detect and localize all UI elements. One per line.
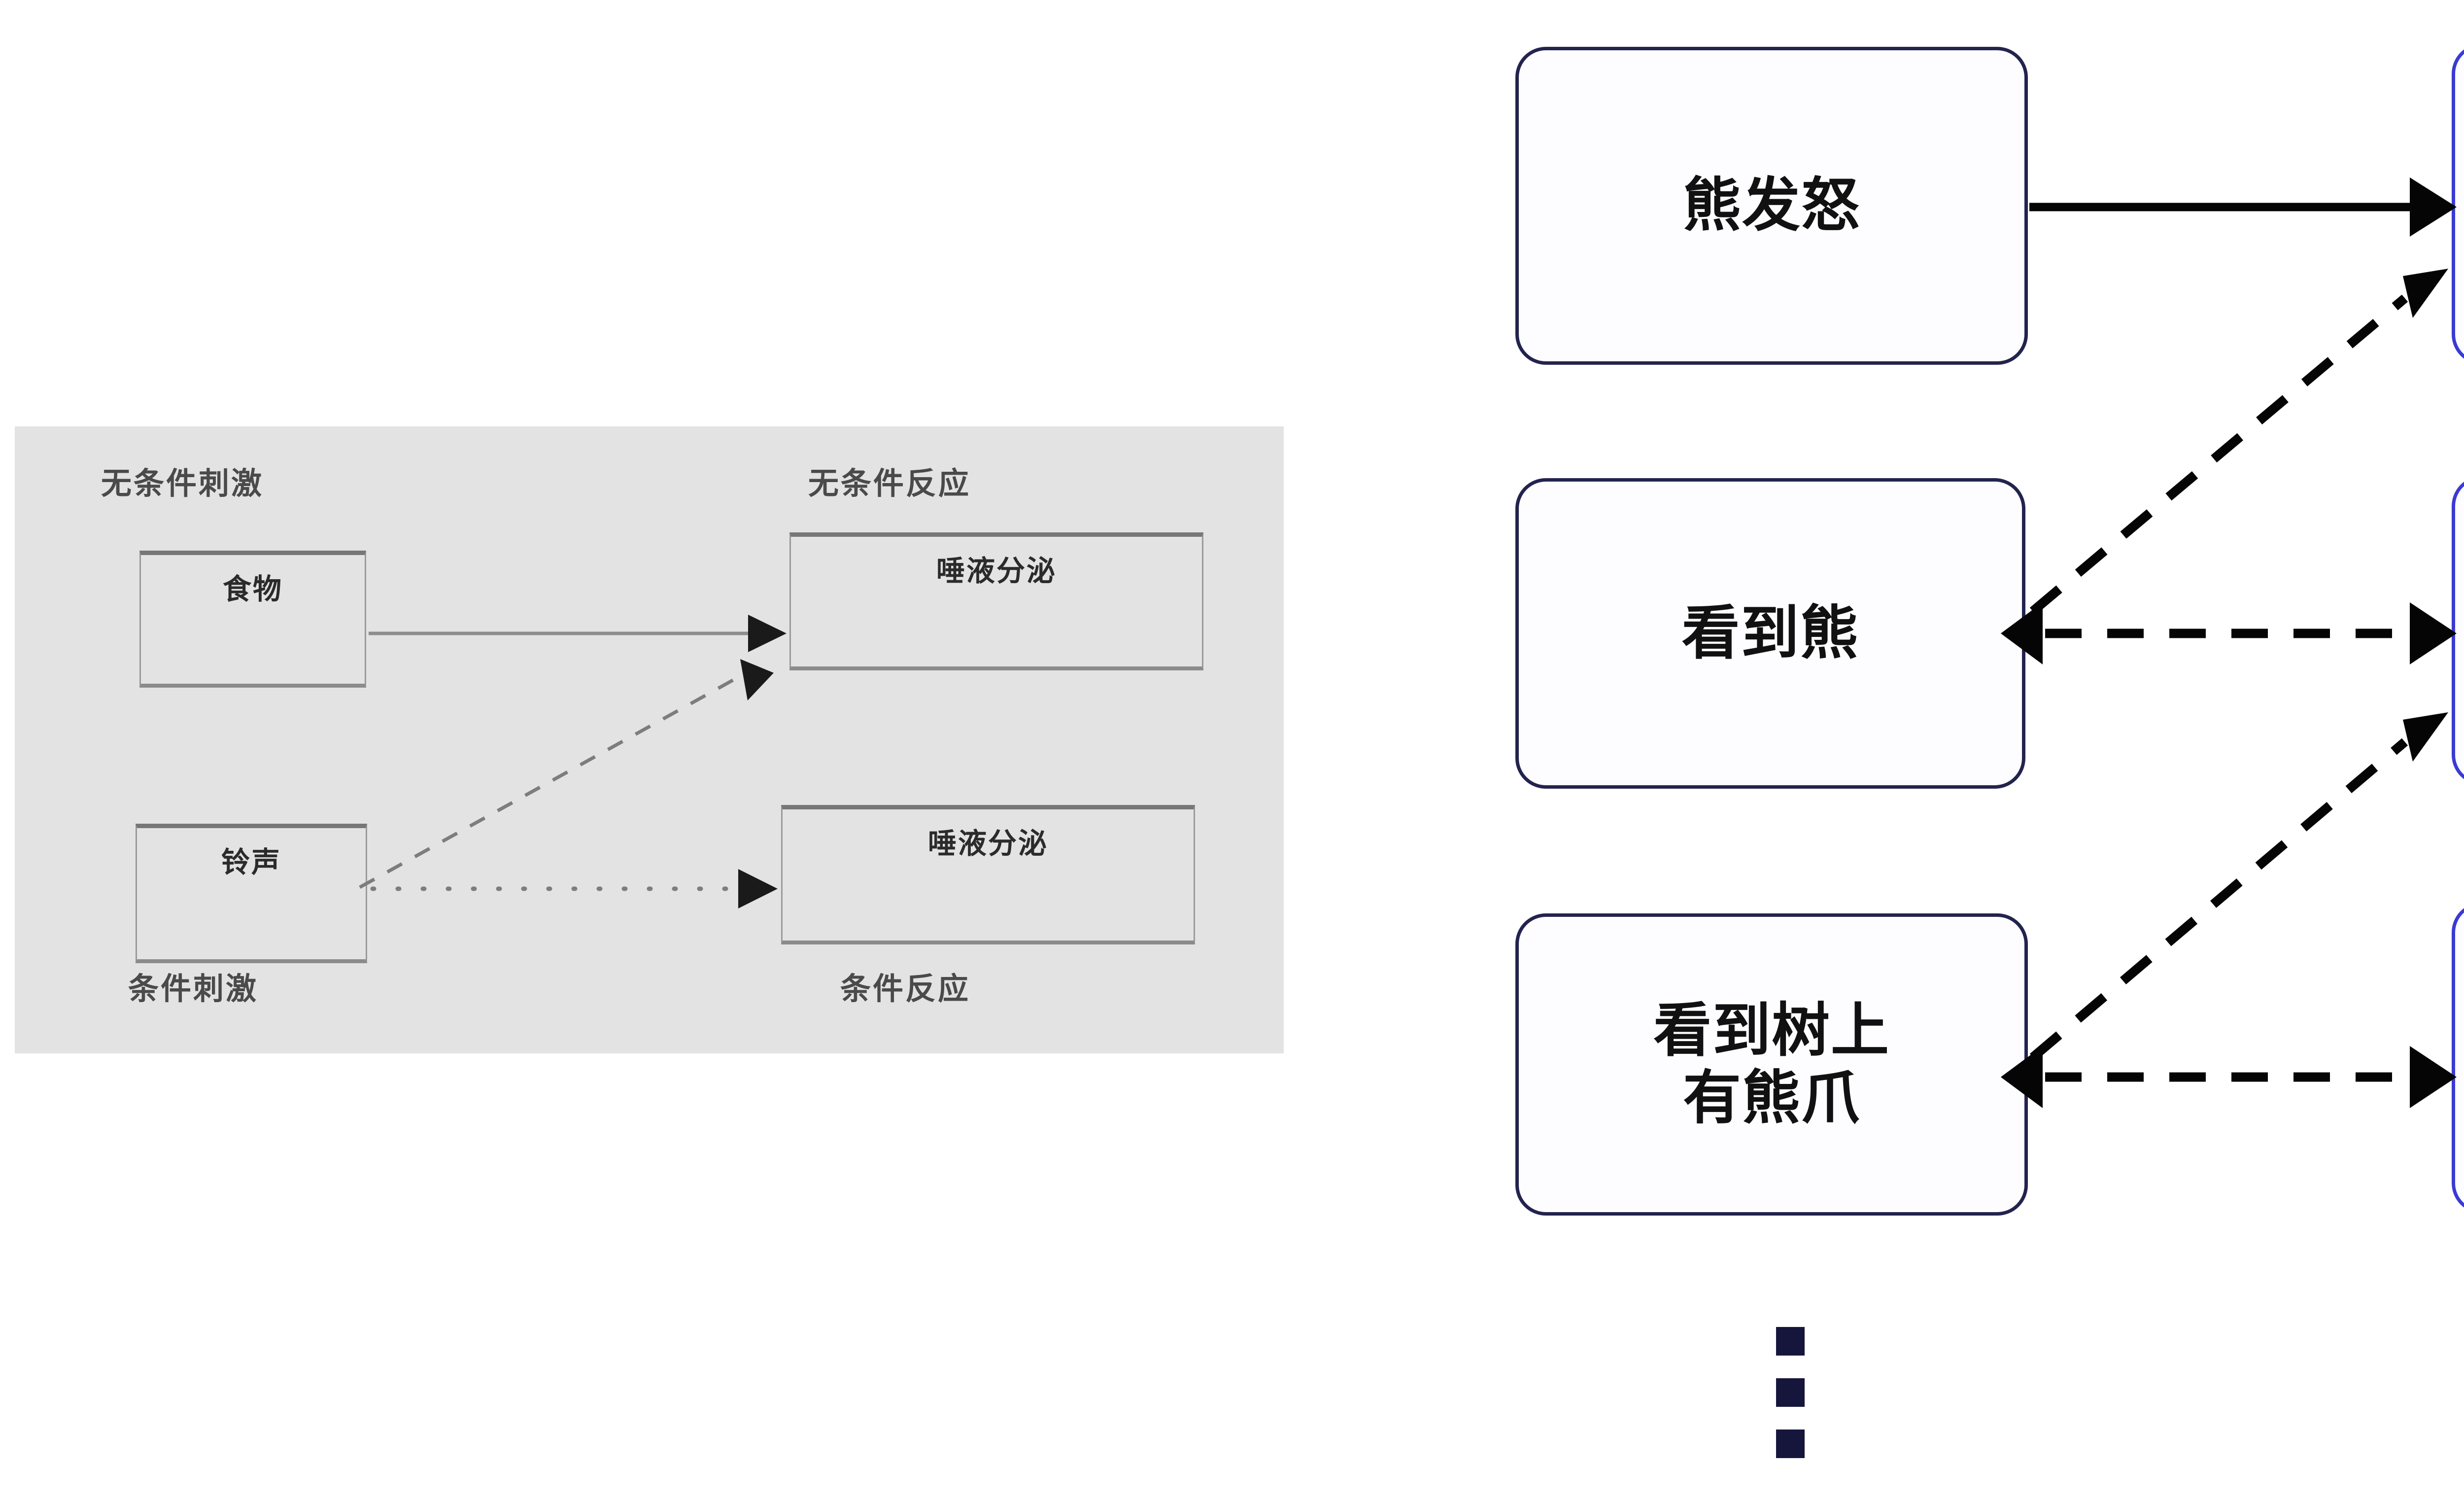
value-box-v-s[interactable]: V(s) — [2452, 902, 2464, 1214]
label-unconditioned-response: 无条件反应 — [808, 467, 971, 501]
state-box-bear-angry-label: 熊发怒 — [1682, 173, 1860, 239]
ellipsis-dot — [1776, 1378, 1805, 1407]
state-box-see-claw-line2: 有熊爪 — [1682, 1065, 1860, 1131]
label-conditioned-stimulus: 条件刺激 — [128, 972, 259, 1006]
value-box-v-s-prime[interactable]: V(s′) — [2452, 476, 2464, 785]
edge-see-claw-to-v-s-prime — [2029, 712, 2448, 1061]
edge-see-bear-to-v-s-prime — [2001, 602, 2457, 664]
box-salivation-bottom: 唾液分泌 — [781, 805, 1195, 944]
box-salivation-top: 唾液分泌 — [789, 532, 1203, 670]
box-bell: 铃声 — [136, 824, 367, 963]
state-box-see-claw[interactable]: 看到树上 有熊爪 — [1515, 913, 2028, 1216]
classical-conditioning-edges — [359, 615, 787, 908]
edge-see-bear-to-reward — [2029, 269, 2448, 615]
edge-see-claw-to-v-s — [2001, 1046, 2457, 1108]
state-box-see-claw-line1: 看到树上 — [1653, 998, 1890, 1063]
label-unconditioned-stimulus: 无条件刺激 — [101, 467, 264, 501]
state-box-bear-angry[interactable]: 熊发怒 — [1515, 47, 2028, 365]
classical-conditioning-panel: 无条件刺激 无条件反应 条件刺激 条件反应 食物 铃声 唾液分泌 唾液分泌 — [15, 426, 1284, 1053]
ellipsis-dot — [1776, 1327, 1805, 1356]
state-box-see-bear-label: 看到熊 — [1681, 600, 1859, 666]
edge-bell-to-salivation-bottom — [370, 869, 778, 908]
label-conditioned-response: 条件反应 — [840, 972, 971, 1006]
edge-food-to-salivation — [369, 615, 787, 652]
box-food: 食物 — [139, 551, 366, 688]
state-box-see-bear[interactable]: 看到熊 — [1515, 478, 2025, 789]
ellipsis-dot — [1776, 1429, 1805, 1458]
edge-bell-to-salivation-top — [359, 659, 774, 889]
edge-bear-angry-to-reward — [2029, 177, 2457, 237]
value-box-reward[interactable]: 奖励 — [2452, 43, 2464, 365]
state-box-see-claw-label: 看到树上 有熊爪 — [1653, 997, 1890, 1132]
ellipsis-left-column — [1776, 1327, 1805, 1458]
